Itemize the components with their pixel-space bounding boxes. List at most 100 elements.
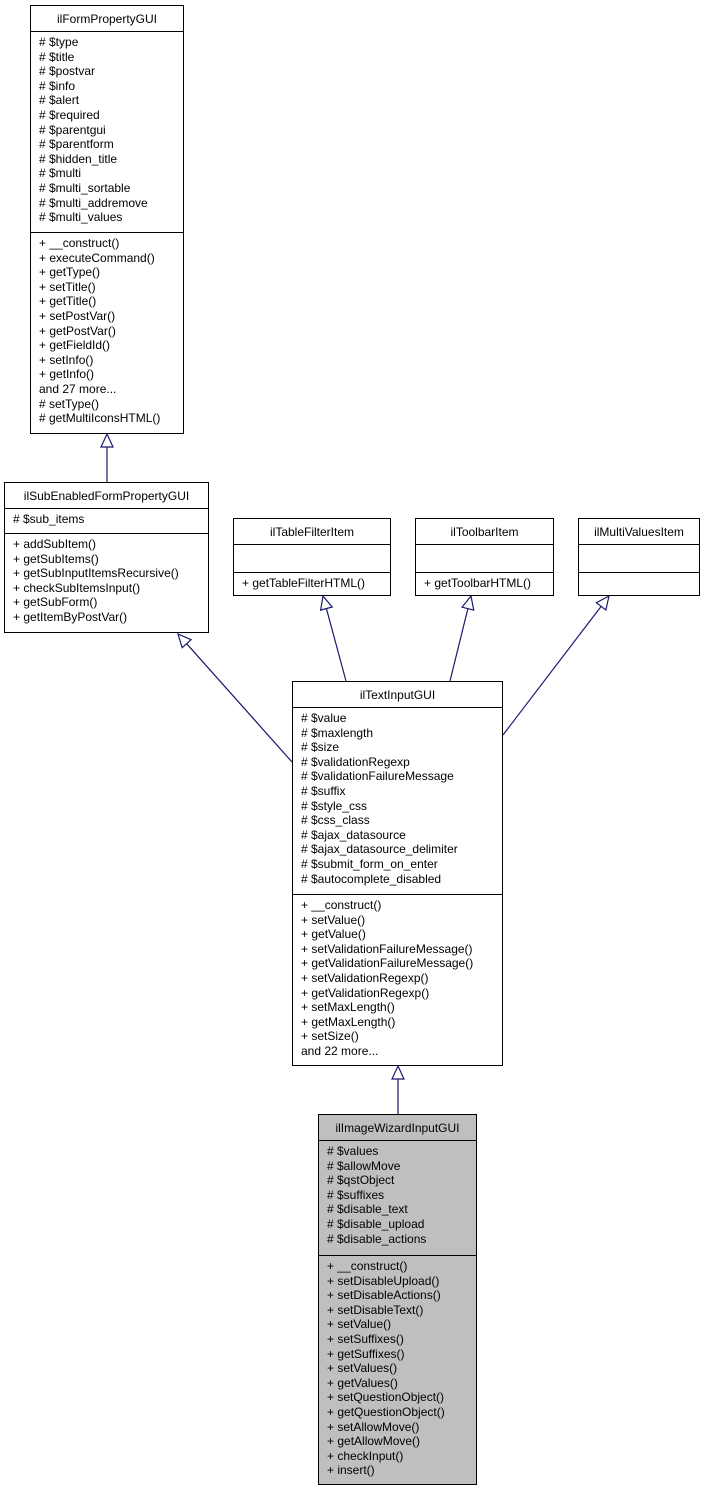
- class-name: ilTextInputGUI: [293, 682, 502, 708]
- class-name: ilFormPropertyGUI: [31, 6, 183, 32]
- inheritance-arrowhead: [100, 432, 114, 448]
- class-box-ilTextInputGUI[interactable]: ilTextInputGUI # $value# $maxlength# $si…: [292, 681, 503, 1066]
- attribute-item: # $size: [301, 740, 340, 755]
- class-box-ilMultiValuesItem[interactable]: ilMultiValuesItem: [578, 518, 700, 596]
- operation-item: + checkSubItemsInput(): [13, 580, 141, 595]
- attribute-item: # $multi_values: [39, 210, 123, 225]
- operation-item: + setQuestionObject(): [327, 1390, 445, 1405]
- inheritance-edge-text_input-to-multi_values: [502, 605, 602, 736]
- attribute-item: # $disable_upload: [327, 1216, 425, 1231]
- operations-section: + __construct()+ executeCommand()+ getTy…: [31, 232, 183, 430]
- operations-section: [579, 572, 699, 580]
- inheritance-arrowhead: [177, 632, 193, 649]
- attribute-item: # $value: [301, 711, 347, 725]
- inheritance-arrowhead: [319, 594, 334, 611]
- class-name: ilMultiValuesItem: [579, 519, 699, 545]
- attribute-item: # $parentgui: [39, 122, 106, 137]
- attribute-item: # $values: [327, 1144, 379, 1158]
- operations-section: + __construct()+ setValue()+ getValue()+…: [293, 894, 502, 1063]
- operation-item: # setType(): [39, 396, 100, 411]
- attribute-item: # $sub_items: [13, 512, 85, 526]
- attribute-item: # $ajax_datasource: [301, 827, 406, 842]
- operation-item: + getValue(): [301, 927, 366, 942]
- attribute-item: # $multi: [39, 166, 82, 181]
- inheritance-edge-text_input-to-table_filter: [325, 608, 347, 682]
- operation-item: + getMaxLength(): [301, 1014, 396, 1029]
- operation-item: + executeCommand(): [39, 250, 155, 265]
- operation-item: + getSubForm(): [13, 595, 98, 610]
- attribute-item: # $disable_text: [327, 1202, 408, 1217]
- operation-item: + setInfo(): [39, 352, 94, 367]
- operation-item: + setValidationRegexp(): [301, 970, 429, 985]
- attribute-item: # $type: [39, 35, 79, 49]
- operation-item: + getTitle(): [39, 294, 97, 309]
- attribute-item: # $style_css: [301, 798, 368, 813]
- inheritance-edge-text_input-to-sub_enabled: [186, 643, 293, 763]
- class-box-ilSubEnabledFormPropertyGUI[interactable]: ilSubEnabledFormPropertyGUI # $sub_items…: [4, 482, 209, 633]
- operation-item: + setValue(): [301, 912, 366, 927]
- operation-item: + __construct(): [39, 236, 120, 250]
- class-name: ilSubEnabledFormPropertyGUI: [5, 483, 208, 509]
- operation-item: + insert(): [327, 1463, 375, 1478]
- operations-section: + getTableFilterHTML(): [234, 572, 390, 595]
- attributes-section: # $value# $maxlength# $size# $validation…: [293, 708, 502, 894]
- operation-item: + getItemByPostVar(): [13, 609, 128, 624]
- attribute-item: # $title: [39, 49, 75, 64]
- class-box-ilToolbarItem[interactable]: ilToolbarItem + getToolbarHTML(): [415, 518, 554, 596]
- operation-item: + setMaxLength(): [301, 1000, 395, 1015]
- class-box-ilTableFilterItem[interactable]: ilTableFilterItem + getTableFilterHTML(): [233, 518, 391, 596]
- attribute-item: # $qstObject: [327, 1173, 395, 1188]
- attribute-item: # $info: [39, 78, 76, 93]
- attribute-item: # $validationFailureMessage: [301, 769, 454, 784]
- operation-item: + getValidationFailureMessage(): [301, 956, 474, 971]
- attribute-item: # $validationRegexp: [301, 754, 410, 769]
- attribute-item: # $css_class: [301, 813, 370, 828]
- operation-item: + getValidationRegexp(): [301, 985, 430, 1000]
- operation-item: + __construct(): [327, 1259, 408, 1273]
- operation-item: + checkInput(): [327, 1448, 404, 1463]
- operation-item: and 27 more...: [39, 381, 117, 396]
- operation-item: + setAllowMove(): [327, 1419, 420, 1434]
- operation-item: + getToolbarHTML(): [424, 576, 532, 590]
- inheritance-edge-text_input-to-toolbar_item: [449, 608, 469, 682]
- attribute-item: # $multi_sortable: [39, 180, 131, 195]
- operation-item: + getInfo(): [39, 367, 95, 382]
- operations-section: + __construct()+ setDisableUpload()+ set…: [319, 1255, 476, 1482]
- operation-item: + getFieldId(): [39, 338, 111, 353]
- operation-item: + setValidationFailureMessage(): [301, 941, 473, 956]
- class-box-ilImageWizardInputGUI[interactable]: ilImageWizardInputGUI # $values# $allowM…: [318, 1114, 477, 1485]
- operation-item: + getAllowMove(): [327, 1434, 421, 1449]
- operations-section: + addSubItem()+ getSubItems()+ getSubInp…: [5, 533, 208, 629]
- operations-section: + getToolbarHTML(): [416, 572, 553, 595]
- operation-item: and 22 more...: [301, 1043, 379, 1058]
- class-name: ilImageWizardInputGUI: [319, 1115, 476, 1141]
- attribute-item: # $autocomplete_disabled: [301, 871, 442, 886]
- operation-item: + getType(): [39, 265, 101, 280]
- attribute-item: # $multi_addremove: [39, 195, 148, 210]
- attribute-item: # $suffixes: [327, 1187, 385, 1202]
- operation-item: + getPostVar(): [39, 323, 116, 338]
- operation-item: + getSubInputItemsRecursive(): [13, 566, 179, 581]
- attribute-item: # $disable_actions: [327, 1231, 427, 1246]
- class-name: ilTableFilterItem: [234, 519, 390, 545]
- attribute-item: # $ajax_datasource_delimiter: [301, 842, 458, 857]
- inheritance-arrowhead: [461, 594, 475, 611]
- operation-item: + setValue(): [327, 1317, 392, 1332]
- attribute-item: # $suffix: [301, 783, 346, 798]
- attribute-item: # $required: [39, 107, 100, 122]
- operation-item: + getTableFilterHTML(): [242, 576, 366, 590]
- operation-item: + setSize(): [301, 1029, 359, 1044]
- operation-item: + setDisableText(): [327, 1302, 424, 1317]
- attribute-item: # $parentform: [39, 137, 114, 152]
- operation-item: + __construct(): [301, 898, 382, 912]
- attribute-item: # $alert: [39, 93, 80, 108]
- attribute-item: # $maxlength: [301, 725, 374, 740]
- operation-item: + getValues(): [327, 1375, 398, 1390]
- attributes-section: [579, 545, 699, 572]
- inheritance-arrowhead: [595, 594, 610, 612]
- attribute-item: # $allowMove: [327, 1158, 401, 1173]
- class-box-ilFormPropertyGUI[interactable]: ilFormPropertyGUI # $type# $title# $post…: [30, 5, 184, 434]
- operation-item: # getMultiIconsHTML(): [39, 411, 161, 426]
- attribute-item: # $postvar: [39, 64, 96, 79]
